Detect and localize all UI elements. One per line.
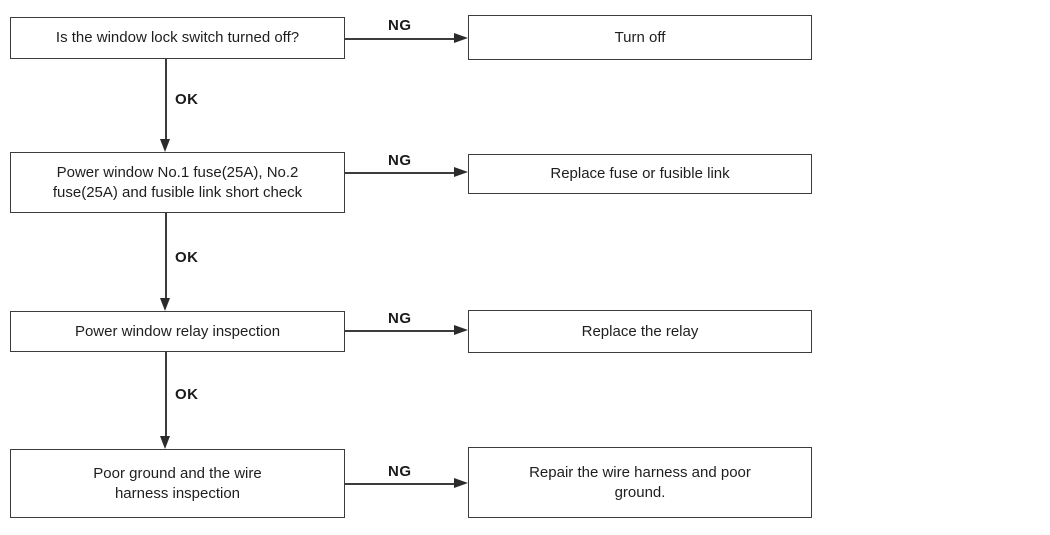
arrow-down-icon-3 (160, 436, 170, 449)
ok-connector-line-3 (165, 352, 167, 438)
arrow-right-icon-2 (454, 167, 468, 177)
action-box-turn-off: Turn off (468, 15, 812, 60)
ok-label-3: OK (175, 386, 199, 403)
action-box-turn-off-label: Turn off (614, 28, 666, 46)
action-box-replace-relay-label: Replace the relay (581, 322, 699, 340)
check-box-fuse: Power window No.1 fuse(25A), No.2 fuse(2… (10, 152, 345, 213)
check-box-ground-harness-label: Poor ground and the wire harness inspect… (93, 464, 262, 502)
ng-label-3: NG (388, 310, 412, 327)
ok-label-2: OK (175, 249, 199, 266)
action-box-repair-harness: Repair the wire harness and poor ground. (468, 447, 812, 518)
check-box-ground-harness: Poor ground and the wire harness inspect… (10, 449, 345, 518)
action-box-replace-fuse-label: Replace fuse or fusible link (550, 165, 730, 182)
arrow-right-icon-1 (454, 33, 468, 43)
check-box-window-lock-label: Is the window lock switch turned off? (55, 29, 300, 46)
check-box-fuse-label: Power window No.1 fuse(25A), No.2 fuse(2… (52, 163, 303, 201)
ng-label-2: NG (388, 152, 412, 169)
ng-connector-line-2 (345, 172, 457, 174)
ok-connector-line-2 (165, 213, 167, 300)
check-box-relay: Power window relay inspection (10, 311, 345, 352)
ok-label-1: OK (175, 91, 199, 108)
ng-connector-line-1 (345, 38, 457, 40)
ng-label-4: NG (388, 463, 412, 480)
check-box-window-lock: Is the window lock switch turned off? (10, 17, 345, 59)
check-box-relay-label: Power window relay inspection (74, 322, 281, 340)
ok-connector-line-1 (165, 59, 167, 141)
arrow-down-icon-2 (160, 298, 170, 311)
action-box-replace-relay: Replace the relay (468, 310, 812, 353)
arrow-right-icon-3 (454, 325, 468, 335)
ng-connector-line-3 (345, 330, 457, 332)
arrow-down-icon-1 (160, 139, 170, 152)
action-box-repair-harness-label: Repair the wire harness and poor ground. (529, 463, 751, 501)
action-box-replace-fuse: Replace fuse or fusible link (468, 154, 812, 194)
ng-connector-line-4 (345, 483, 457, 485)
ng-label-1: NG (388, 17, 412, 34)
arrow-right-icon-4 (454, 478, 468, 488)
